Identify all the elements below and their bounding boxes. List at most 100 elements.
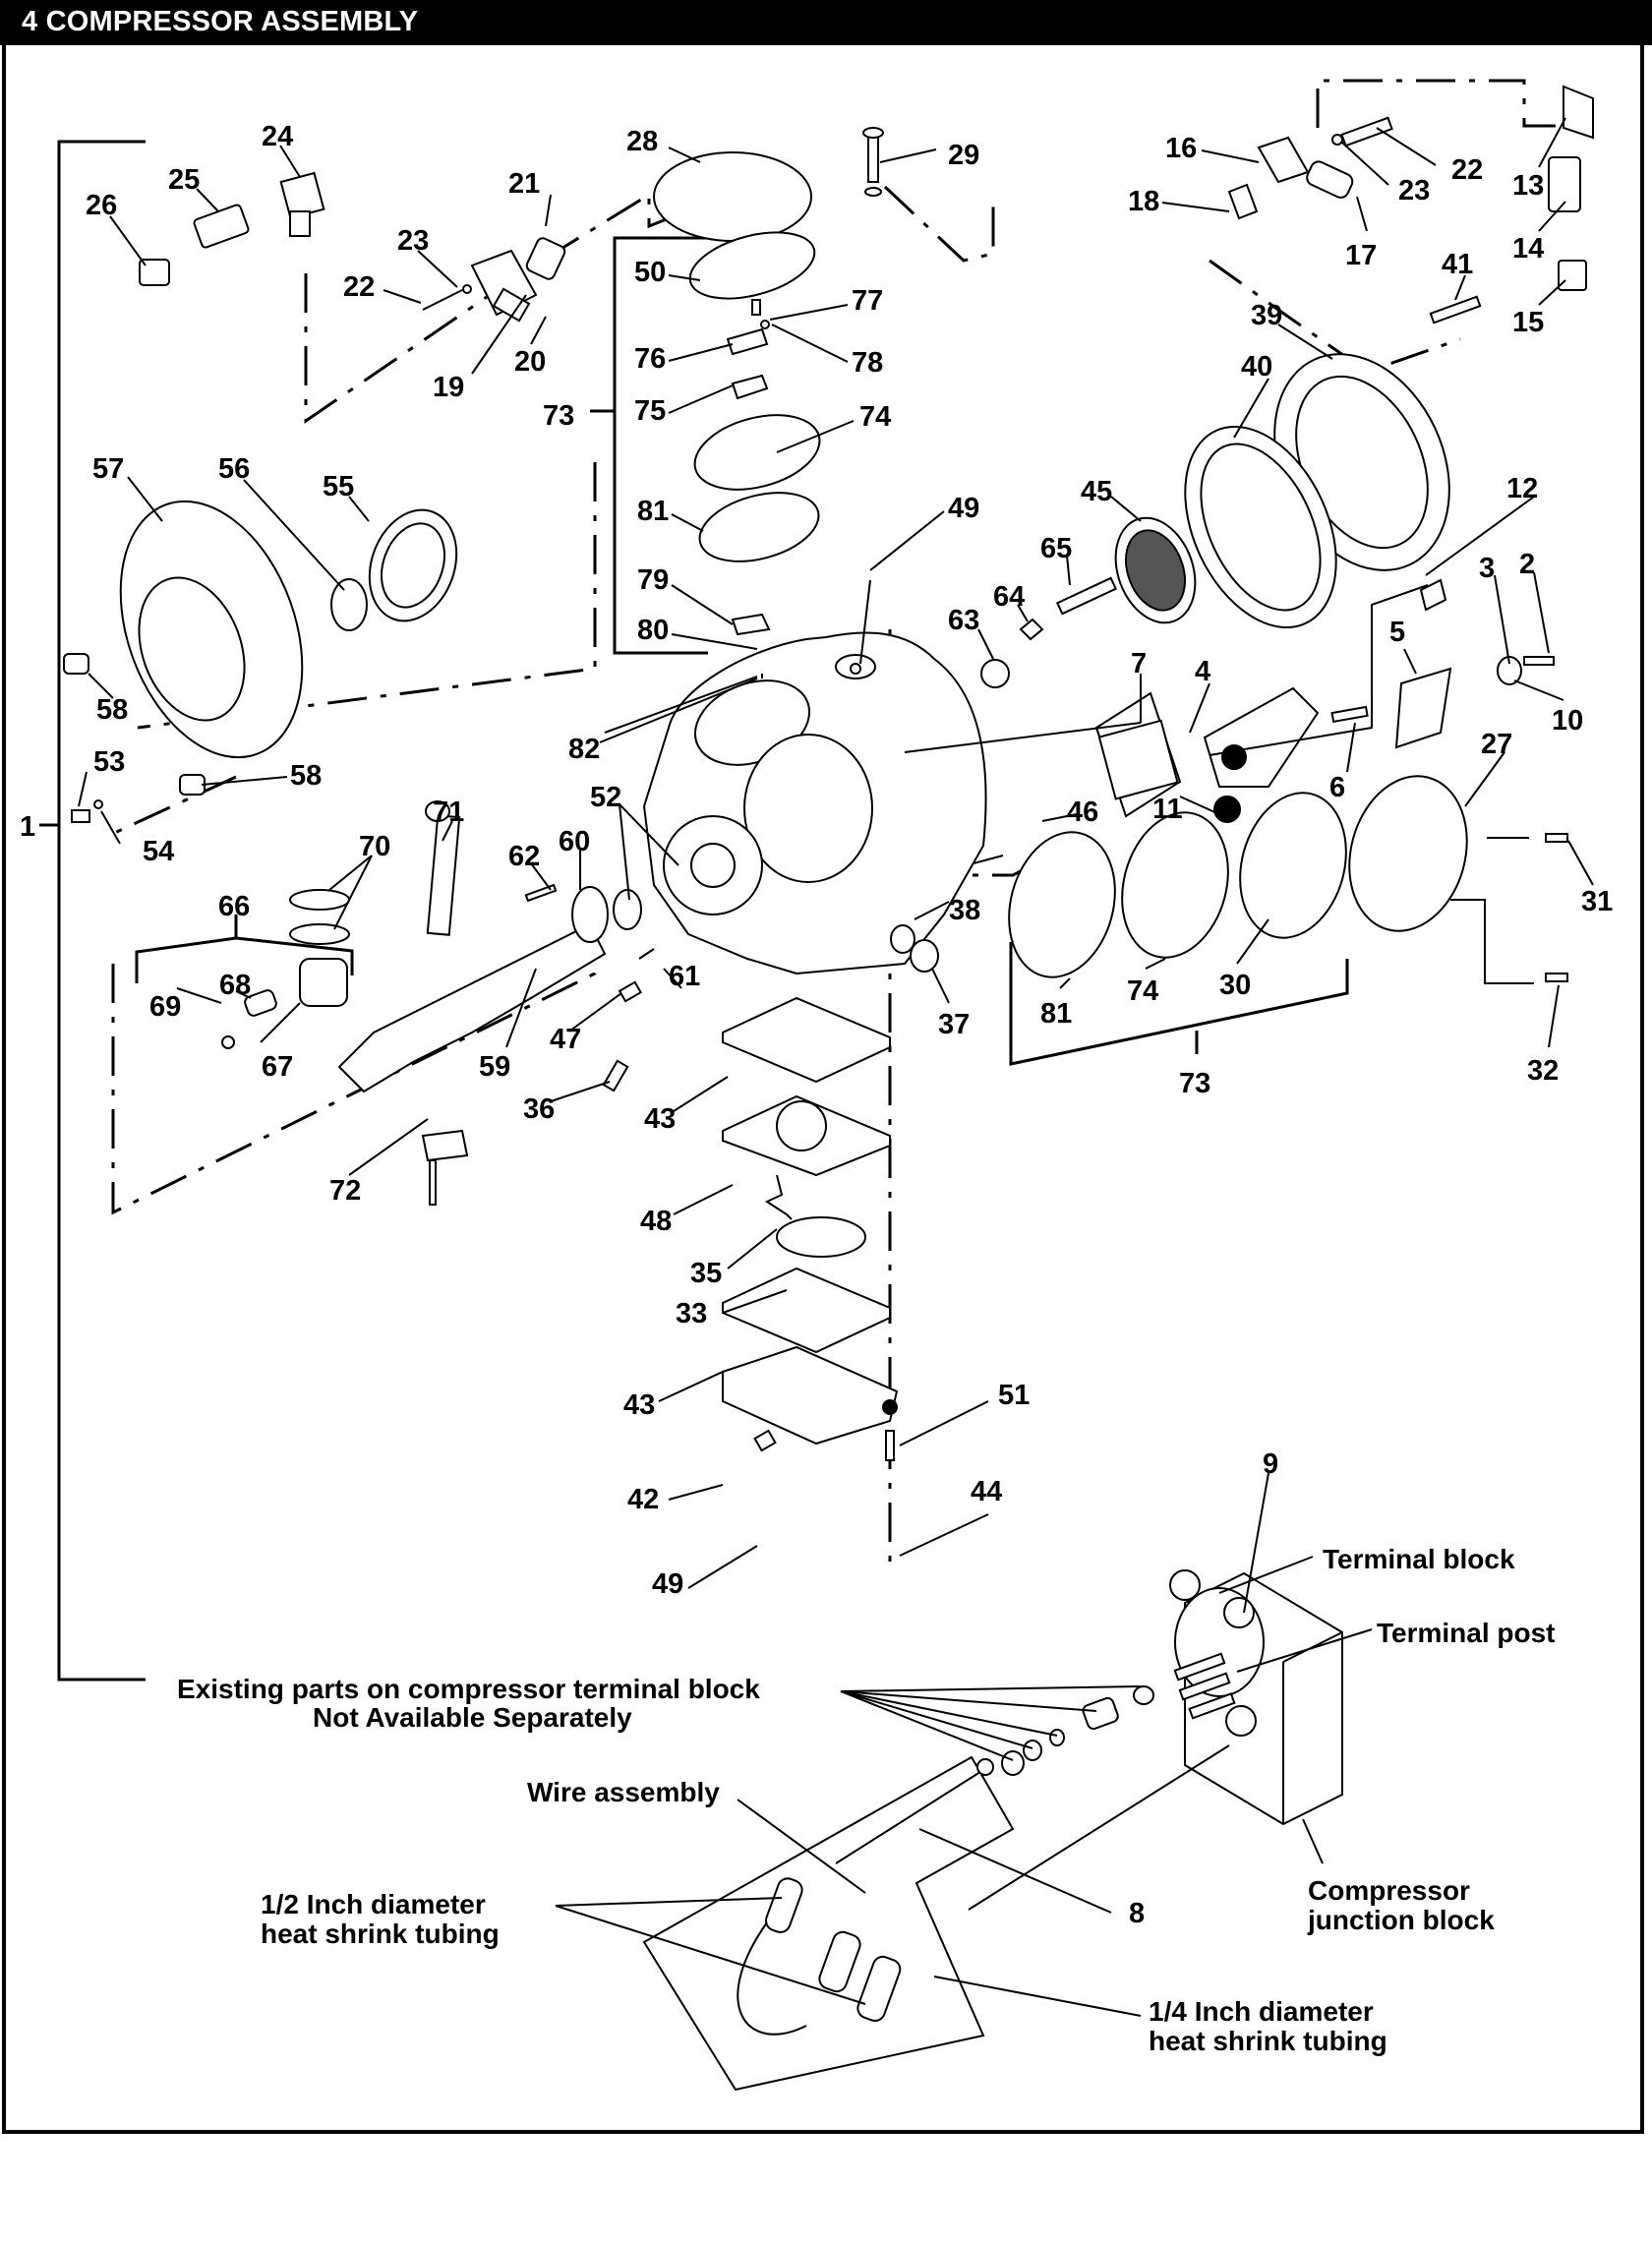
callout-68: 68 (219, 970, 251, 1001)
callout-28: 28 (626, 126, 658, 157)
discharge-valve-parts (1227, 85, 1594, 325)
callout-45: 45 (1081, 476, 1112, 507)
note-junction-2: junction block (1307, 1905, 1495, 1935)
callout-59: 59 (479, 1051, 510, 1083)
callout-43-lower: 43 (623, 1389, 655, 1421)
callout-12: 12 (1506, 473, 1538, 504)
callout-19: 19 (433, 372, 464, 403)
callout-40: 40 (1241, 351, 1272, 383)
callout-52: 52 (590, 782, 621, 813)
callout-6: 6 (1329, 772, 1345, 803)
note-quarter-inch-2: heat shrink tubing (1149, 2026, 1387, 2056)
callout-10: 10 (1552, 705, 1583, 737)
assembly-bracket-1 (39, 140, 146, 1682)
bracket-66 (135, 915, 354, 983)
bracket-73-top (590, 236, 708, 655)
callout-41: 41 (1442, 249, 1473, 280)
callout-32: 32 (1527, 1055, 1559, 1087)
callout-48: 48 (640, 1206, 672, 1237)
callout-55: 55 (323, 471, 354, 502)
callout-62: 62 (508, 841, 540, 872)
callout-74-top: 74 (859, 401, 891, 433)
callout-22-left: 22 (343, 271, 375, 303)
bearing-head-group (63, 500, 458, 823)
callout-25: 25 (168, 164, 200, 196)
callout-1: 1 (20, 811, 35, 843)
callout-81-top: 81 (637, 496, 669, 527)
callout-65: 65 (1040, 533, 1072, 564)
callout-69: 69 (149, 991, 181, 1023)
callout-53: 53 (93, 746, 125, 778)
callout-43-upper: 43 (644, 1103, 676, 1135)
callout-58-bottom: 58 (290, 760, 322, 792)
section-title: 4 COMPRESSOR ASSEMBLY (22, 6, 419, 37)
callout-75: 75 (634, 395, 666, 427)
terminal-box-group (1094, 578, 1555, 823)
bracket-73-right (1009, 942, 1349, 1066)
section-title-bar: 4 COMPRESSOR ASSEMBLY (0, 0, 1652, 45)
callout-79: 79 (637, 564, 669, 596)
callout-71: 71 (433, 797, 464, 828)
compressor-housing (642, 631, 987, 975)
note-existing-parts-2: Not Available Separately (313, 1702, 632, 1733)
callout-82: 82 (568, 734, 600, 765)
callout-8: 8 (1129, 1898, 1145, 1929)
callout-2: 2 (1519, 549, 1535, 580)
callout-50: 50 (634, 257, 666, 288)
note-existing-parts-1: Existing parts on compressor terminal bl… (177, 1674, 760, 1704)
callout-9: 9 (1263, 1448, 1278, 1480)
callout-14: 14 (1512, 233, 1544, 265)
callout-35: 35 (690, 1258, 722, 1289)
callout-31: 31 (1581, 886, 1613, 917)
note-half-inch-2: heat shrink tubing (261, 1918, 500, 1949)
callout-63: 63 (948, 605, 979, 636)
callout-73-right: 73 (1179, 1068, 1210, 1099)
callout-81-right: 81 (1040, 998, 1072, 1030)
callout-47: 47 (550, 1024, 581, 1055)
callout-37: 37 (938, 1009, 970, 1040)
callout-7: 7 (1131, 648, 1147, 679)
callout-26: 26 (86, 190, 117, 221)
callout-22-right: 22 (1451, 154, 1483, 186)
note-terminal-post: Terminal post (1377, 1618, 1556, 1648)
callout-30: 30 (1219, 970, 1251, 1001)
cylinder-head-stack (653, 127, 884, 679)
callout-17: 17 (1345, 240, 1377, 271)
callout-24: 24 (262, 121, 293, 152)
callout-13: 13 (1512, 170, 1544, 202)
callout-42: 42 (627, 1484, 659, 1515)
callout-46: 46 (1067, 797, 1098, 828)
callout-16: 16 (1165, 133, 1197, 164)
diagram-frame (2, 0, 1644, 2134)
callout-74-right: 74 (1127, 975, 1158, 1007)
callout-21: 21 (508, 168, 540, 200)
callout-77: 77 (852, 285, 883, 317)
callout-73-top: 73 (543, 400, 574, 432)
callout-60: 60 (559, 826, 590, 857)
callout-70: 70 (359, 831, 390, 862)
callout-3: 3 (1479, 553, 1495, 584)
callout-23-right: 23 (1398, 175, 1430, 207)
callout-38: 38 (949, 895, 980, 926)
callout-72: 72 (329, 1175, 361, 1207)
callout-78: 78 (852, 347, 883, 379)
callout-39: 39 (1251, 300, 1282, 331)
note-half-inch-1: 1/2 Inch diameter (261, 1889, 486, 1919)
callout-57: 57 (92, 453, 124, 485)
callout-15: 15 (1512, 307, 1544, 338)
suction-valve-parts (139, 171, 566, 323)
callout-18: 18 (1128, 186, 1159, 217)
note-junction-1: Compressor (1308, 1875, 1470, 1906)
callout-56: 56 (218, 453, 250, 485)
text-notes: Terminal block Terminal post Existing pa… (177, 1544, 1556, 2056)
note-wire-assembly: Wire assembly (527, 1777, 720, 1807)
callout-49-bottom: 49 (652, 1568, 683, 1600)
crankshaft-group (221, 800, 655, 1206)
callout-44: 44 (971, 1476, 1002, 1507)
wire-kit-card (642, 1755, 1015, 2092)
callout-33: 33 (676, 1298, 707, 1329)
callout-5: 5 (1389, 617, 1405, 648)
callout-4: 4 (1195, 656, 1210, 687)
callout-23-left: 23 (397, 225, 429, 257)
